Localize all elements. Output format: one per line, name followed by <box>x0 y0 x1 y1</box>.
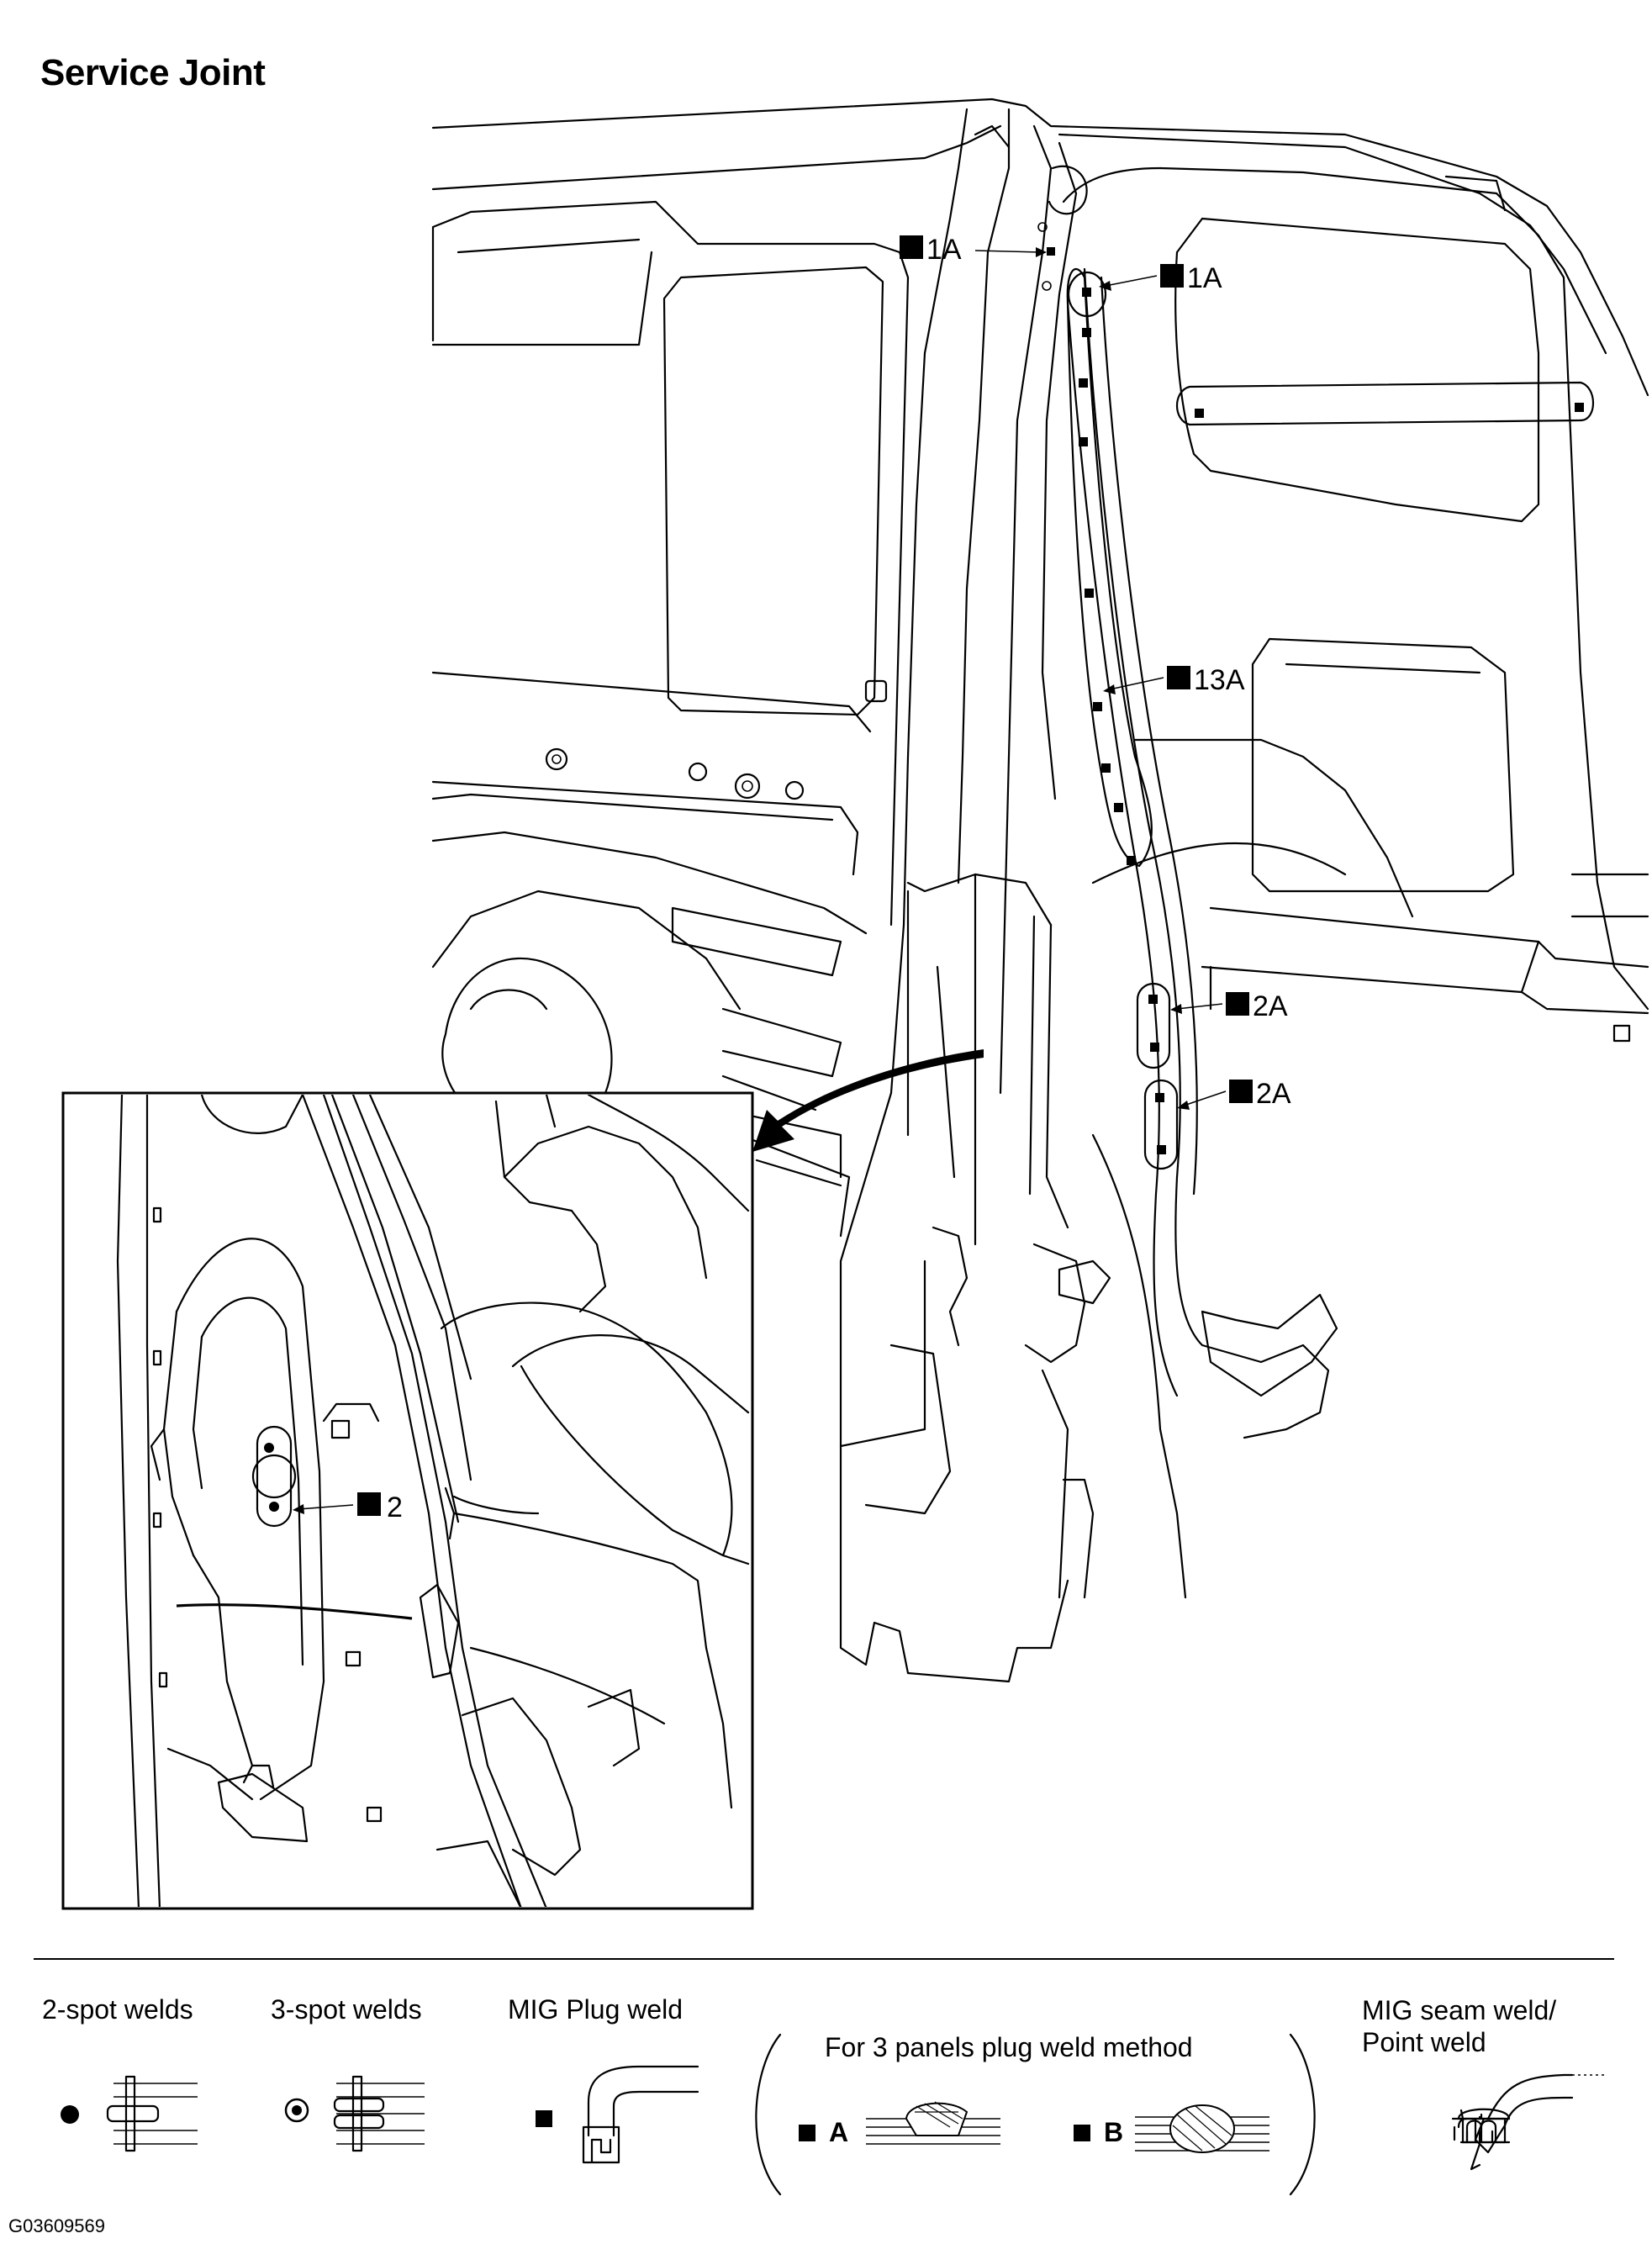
callout-1a-right: 1A <box>1099 262 1222 294</box>
legend-three-spot-label: 3-spot welds <box>271 1994 422 2025</box>
callout-1a-left: 1A <box>900 234 1047 266</box>
plug-weld-marks <box>1047 247 1584 1154</box>
legend-mig-plug-label: MIG Plug weld <box>508 1994 683 2025</box>
legend-mig-plug-symbol <box>536 2065 699 2164</box>
page-title: Service Joint <box>40 52 266 93</box>
legend-two-spot-symbol <box>61 2075 198 2152</box>
legend-three-panels-label: For 3 panels plug weld method <box>825 2032 1193 2062</box>
weld-seam-2a-upper <box>1136 982 1171 1069</box>
legend-mig-seam-label: MIG seam weld/ Point weld <box>1362 1994 1556 2058</box>
svg-text:1A: 1A <box>1187 262 1222 294</box>
legend-bracket-right <box>1289 2033 1316 2196</box>
svg-text:2A: 2A <box>1253 990 1288 1022</box>
legend-three-spot-symbol <box>284 2075 425 2152</box>
callout-13a: 13A <box>1103 664 1245 696</box>
callout-2-inset: 2 <box>293 1492 403 1523</box>
callout-2a-upper: 2A <box>1170 990 1288 1022</box>
weld-seam-13a <box>1066 267 1153 868</box>
vehicle-body-illustration <box>431 98 1649 1683</box>
weld-seam-2a-lower <box>1143 1079 1179 1170</box>
detail-inset <box>61 1091 754 1910</box>
detail-arrow <box>752 1049 984 1152</box>
weld-seam-horizontal <box>1176 381 1594 426</box>
legend-two-spot-label: 2-spot welds <box>42 1994 193 2025</box>
legend-mig-seam-torch <box>1470 2073 1606 2171</box>
legend-mig-seam-line1: MIG seam weld/ <box>1362 1995 1557 2025</box>
legend-method-b-symbol <box>1074 2104 1269 2153</box>
weld-seam-1a-top <box>1067 271 1107 318</box>
svg-text:13A: 13A <box>1194 664 1245 696</box>
callout-2a-lower: 2A <box>1177 1078 1291 1110</box>
legend-method-b-label: B <box>1104 2117 1124 2147</box>
svg-text:1A: 1A <box>926 234 962 266</box>
legend-mig-seam-line2: Point weld <box>1362 2027 1486 2057</box>
figure-code: G03609569 <box>8 2215 105 2236</box>
legend-method-a-symbol <box>799 2101 1000 2145</box>
svg-text:2A: 2A <box>1256 1078 1291 1110</box>
svg-text:2: 2 <box>387 1492 403 1523</box>
legend-method-a-label: A <box>829 2117 849 2147</box>
legend-bracket-left <box>755 2033 782 2196</box>
